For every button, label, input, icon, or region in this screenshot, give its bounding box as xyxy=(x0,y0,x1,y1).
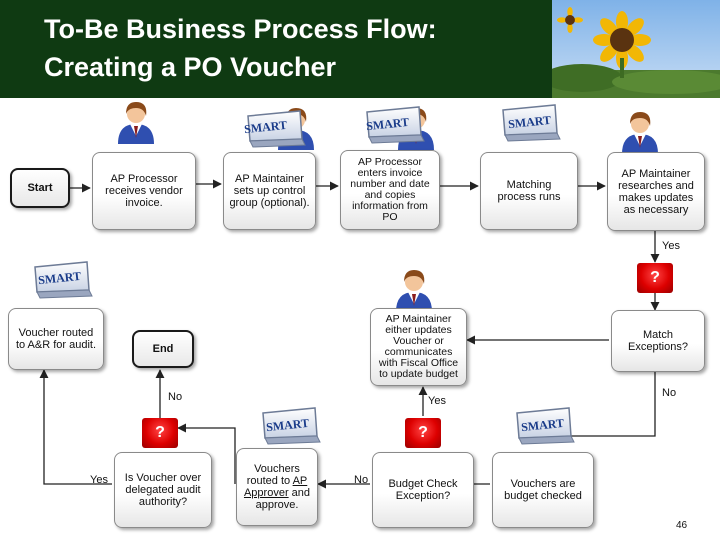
edge-label-no: No xyxy=(662,387,677,399)
process-flow-diagram: SMART SMART SMART SMART SMART SMART xyxy=(34,102,660,489)
edge-label-yes: Yes xyxy=(428,395,446,407)
title-line-1: To-Be Business Process Flow: xyxy=(44,14,437,44)
svg-text:SMART: SMART xyxy=(508,113,552,131)
edge-label-no: No xyxy=(354,474,369,486)
title-banner: To-Be Business Process Flow: Creating a … xyxy=(0,0,720,98)
edge-label-no: No xyxy=(168,391,183,403)
page-number: 46 xyxy=(676,520,688,531)
smart-monitor-icon: SMART xyxy=(34,261,93,299)
smart-monitor-icon: SMART xyxy=(502,104,561,142)
svg-text:SMART: SMART xyxy=(521,416,565,434)
smart-monitor-icon: SMART xyxy=(366,106,425,144)
svg-text:SMART: SMART xyxy=(266,416,310,434)
person-icon xyxy=(622,112,658,154)
vouchers-routed-approver-box: Vouchers routed to AP Approver and appro… xyxy=(236,448,318,526)
smart-monitor-icon: SMART xyxy=(516,407,575,445)
question-diamond-icon: ? xyxy=(637,263,673,293)
smart-monitor-icon: SMART xyxy=(262,407,321,445)
person-icon xyxy=(118,102,154,144)
edge-label-yes: Yes xyxy=(662,240,680,252)
edge-label-yes: Yes xyxy=(90,474,108,486)
svg-text:SMART: SMART xyxy=(244,118,288,136)
sunflower-photo xyxy=(552,0,720,98)
question-diamond-icon: ? xyxy=(405,418,441,448)
person-icon xyxy=(396,270,432,312)
end-node: End xyxy=(132,330,194,368)
svg-text:SMART: SMART xyxy=(366,115,410,133)
start-node: Start xyxy=(10,168,70,208)
title-line-2: Creating a PO Voucher xyxy=(44,52,337,82)
question-diamond-icon: ? xyxy=(142,418,178,448)
svg-text:SMART: SMART xyxy=(38,269,82,287)
smart-monitor-icon: SMART xyxy=(244,110,306,148)
